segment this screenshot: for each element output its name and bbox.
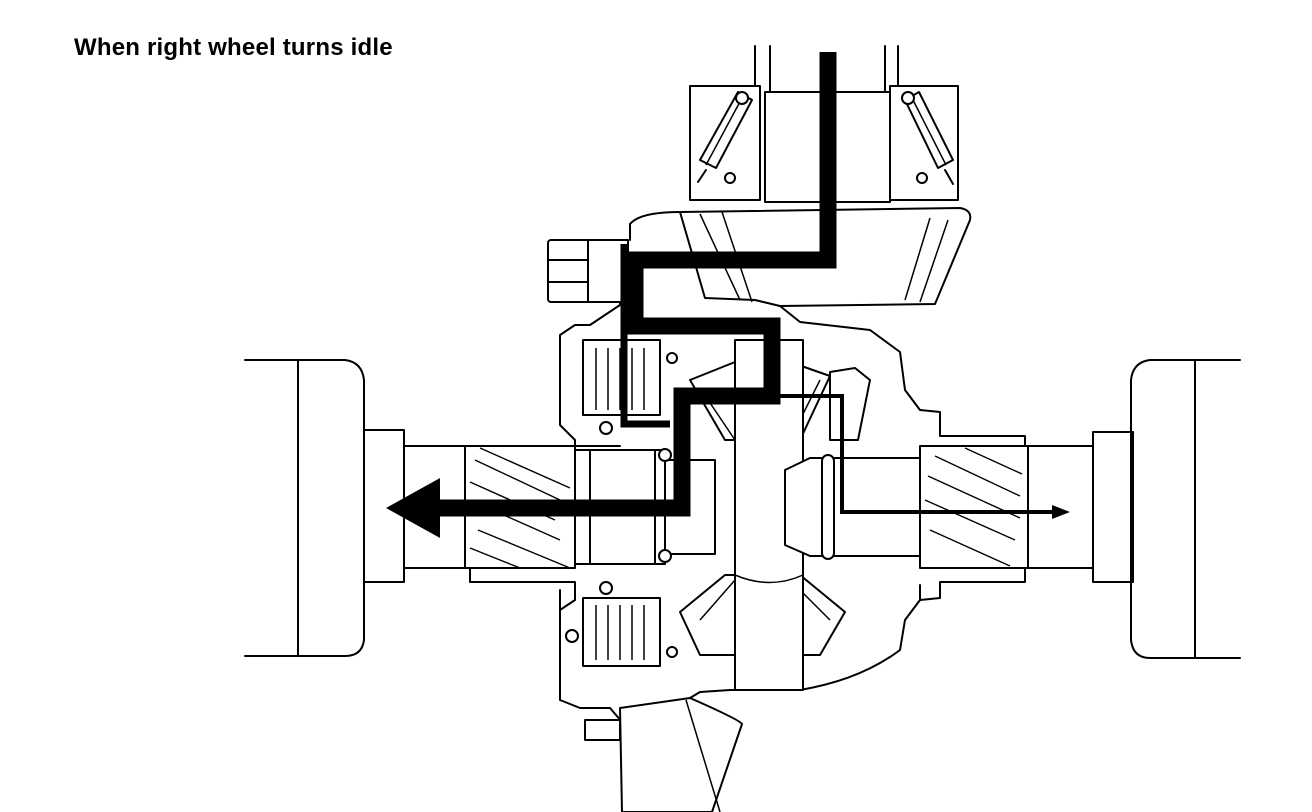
torque-flow-path-left (430, 52, 837, 517)
clutch-pack-lower (565, 581, 678, 667)
torque-flow-path-secondary (620, 244, 670, 428)
right-wheel-hub (1027, 359, 1241, 659)
clutch-pack-upper (582, 339, 678, 435)
torque-flow-path-right (682, 394, 1055, 514)
pinion-bearing-right (889, 85, 959, 201)
pinion-bearing-left (689, 85, 761, 201)
arrow-left-wheel-icon (386, 478, 440, 538)
right-axle-shaft (919, 445, 1029, 569)
case-bearing-lower (584, 697, 743, 812)
arrow-right-wheel-icon (1052, 505, 1070, 519)
diagram-title: When right wheel turns idle (74, 34, 393, 61)
